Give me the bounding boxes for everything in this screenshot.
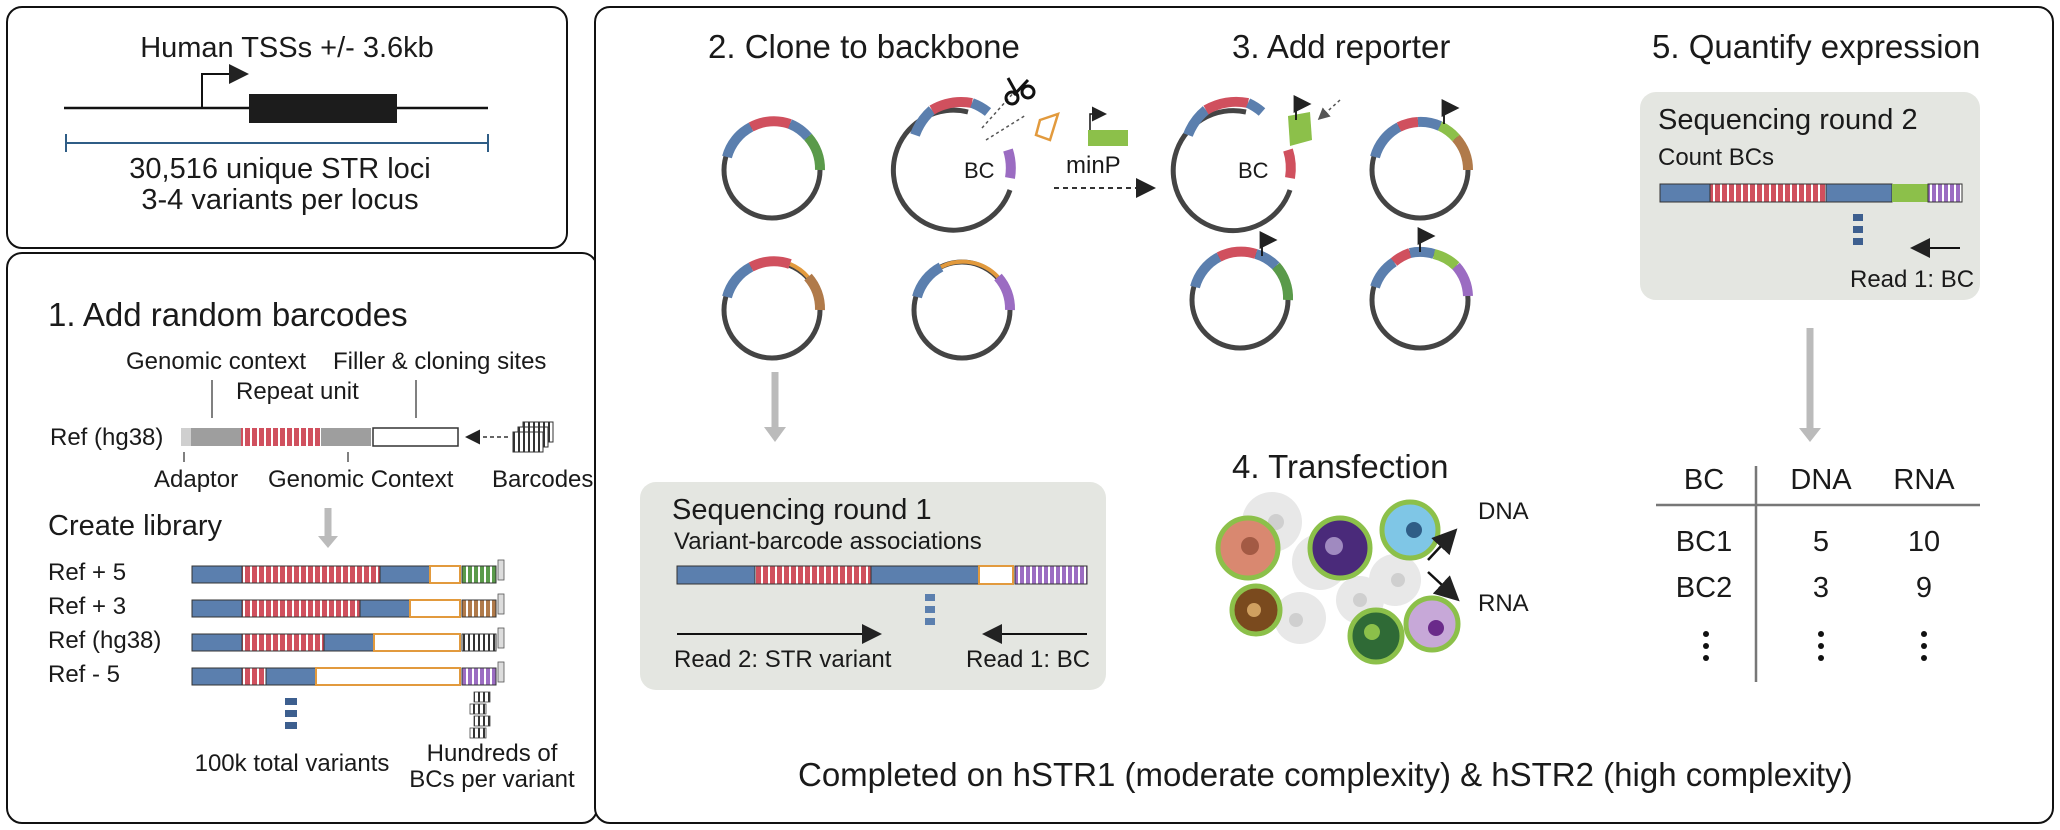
minp-label: minP	[1066, 152, 1121, 179]
library-row-label: Ref (hg38)	[48, 627, 162, 654]
seq1-title: Sequencing round 1	[672, 494, 932, 526]
table-cell: BC2	[1675, 572, 1733, 604]
total-variants-label: 100k total variants	[194, 750, 390, 777]
label-genomic-context: Genomic context	[126, 348, 307, 375]
step5-title: 5. Quantify expression	[1652, 28, 1981, 65]
count-table-lines	[1656, 466, 1980, 682]
tss-panel	[6, 6, 568, 249]
label-genomic-context-2: Genomic Context	[268, 466, 454, 493]
step1-title: 1. Add random barcodes	[48, 296, 408, 333]
tss-gene-diagram	[64, 64, 489, 152]
table-cell: 5	[1812, 526, 1830, 558]
hundreds-label-2: BCs per variant	[409, 766, 575, 793]
step1-construct	[181, 380, 554, 548]
label-filler: Filler & cloning sites	[333, 348, 547, 375]
table-cell: BC1	[1675, 526, 1733, 558]
hundreds-label-1: Hundreds of	[426, 740, 558, 767]
seq2-subtitle: Count BCs	[1658, 144, 1775, 171]
table-header-dna: DNA	[1790, 464, 1852, 496]
label-repeat-unit: Repeat unit	[236, 378, 359, 405]
str-loci-count: 30,516 unique STR loci	[129, 153, 431, 185]
label-ref-hg38: Ref (hg38)	[50, 424, 164, 451]
step3-promoter-arrows	[1259, 95, 1460, 256]
step3-title: 3. Add reporter	[1232, 28, 1451, 65]
step1-panel	[6, 252, 598, 824]
stacked-barcodes-icon	[469, 691, 491, 739]
table-cell: 3	[1812, 572, 1830, 604]
library-row-label: Ref + 3	[48, 593, 127, 620]
variants-per-locus: 3-4 variants per locus	[141, 184, 419, 216]
step2-plasmids	[721, 89, 1060, 361]
transfection-cells	[1215, 492, 1461, 665]
label-adaptor: Adaptor	[154, 466, 239, 493]
table-header-rna: RNA	[1893, 464, 1955, 496]
create-library-title: Create library	[48, 510, 223, 542]
seq1-subtitle: Variant-barcode associations	[674, 528, 982, 555]
library-rows	[191, 559, 505, 739]
table-cell: 10	[1907, 526, 1941, 558]
seq1-read2: Read 2: STR variant	[674, 646, 892, 673]
table-ellipsis	[1703, 631, 1927, 661]
tss-title: Human TSSs +/- 3.6kb	[140, 32, 434, 64]
library-row-label: Ref + 5	[48, 559, 127, 586]
barcodes-icon	[512, 421, 554, 453]
step3-plasmids	[1170, 96, 1474, 351]
step2-bc-label: BC	[964, 158, 995, 183]
seq2-title: Sequencing round 2	[1658, 104, 1918, 136]
footer-caption: Completed on hSTR1 (moderate complexity)…	[798, 756, 1853, 793]
seq1-construct	[676, 565, 1088, 644]
step3-bc-label: BC	[1238, 158, 1269, 183]
seq1-read1: Read 1: BC	[966, 646, 1091, 673]
scissors-icon	[1004, 77, 1036, 106]
table-header-bc: BC	[1683, 464, 1725, 496]
minp-promoter	[1054, 106, 1156, 198]
seq2-read1: Read 1: BC	[1850, 266, 1975, 293]
step4-title: 4. Transfection	[1232, 448, 1449, 485]
library-row-label: Ref - 5	[48, 661, 121, 688]
label-barcodes: Barcodes	[492, 466, 594, 493]
seq2-construct	[1659, 183, 1963, 258]
step2-title: 2. Clone to backbone	[708, 28, 1020, 65]
rna-label: RNA	[1478, 590, 1529, 617]
dna-label: DNA	[1478, 498, 1529, 525]
table-cell: 9	[1915, 572, 1933, 604]
